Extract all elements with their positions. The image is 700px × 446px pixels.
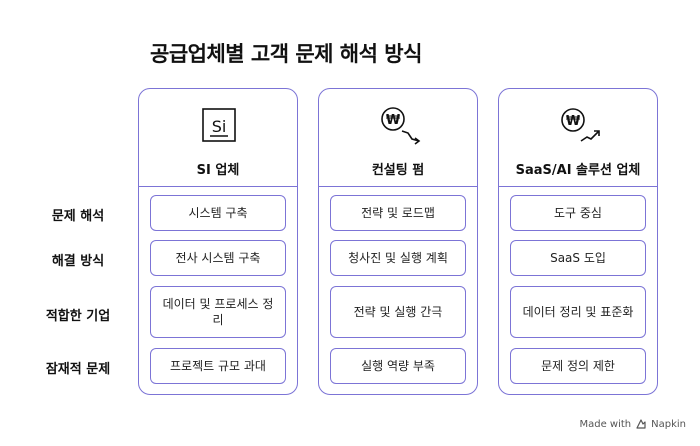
row-label-suitable-company: 적합한 기업 bbox=[45, 309, 111, 324]
won-symbol: ₩ bbox=[386, 113, 401, 128]
made-with-napkin[interactable]: Made with Napkin bbox=[579, 416, 686, 432]
cell-saas-problem: 도구 중심 bbox=[510, 195, 646, 231]
column-title: 컨설팅 펌 bbox=[371, 163, 425, 178]
won-symbol: ₩ bbox=[566, 114, 581, 129]
column-header: ₩ 컨설팅 펌 bbox=[319, 89, 477, 186]
column-divider bbox=[319, 186, 477, 187]
row-label-problem-interpretation: 문제 해석 bbox=[51, 209, 105, 224]
cell-consulting-risk: 실행 역량 부족 bbox=[330, 348, 466, 384]
column-title: SaaS/AI 솔루션 업체 bbox=[515, 163, 641, 178]
si-logo-icon: Si bbox=[195, 103, 243, 147]
cell-saas-suitable: 데이터 정리 및 표준화 bbox=[510, 286, 646, 338]
cell-consulting-suitable: 전략 및 실행 간극 bbox=[330, 286, 466, 338]
si-logo-text: Si bbox=[212, 117, 227, 136]
column-title: SI 업체 bbox=[196, 163, 240, 178]
column-header: ₩ SaaS/AI 솔루션 업체 bbox=[499, 89, 657, 186]
cell-si-problem: 시스템 구축 bbox=[150, 195, 286, 231]
won-coin-up-arrow-icon: ₩ bbox=[555, 103, 603, 147]
column-divider bbox=[499, 186, 657, 187]
cell-saas-solution: SaaS 도입 bbox=[510, 240, 646, 276]
cell-consulting-solution: 청사진 및 실행 계획 bbox=[330, 240, 466, 276]
cell-saas-risk: 문제 정의 제한 bbox=[510, 348, 646, 384]
won-coin-down-arrow-icon: ₩ bbox=[375, 103, 423, 147]
cell-consulting-problem: 전략 및 로드맵 bbox=[330, 195, 466, 231]
row-label-solution-approach: 해결 방식 bbox=[51, 254, 105, 269]
cell-si-suitable: 데이터 및 프로세스 정리 bbox=[150, 286, 286, 338]
cell-si-risk: 프로젝트 규모 과대 bbox=[150, 348, 286, 384]
column-consulting: ₩ 컨설팅 펌 전략 및 로드맵 청사진 및 실행 계획 전략 및 실행 간극 … bbox=[318, 88, 478, 395]
napkin-brand: Napkin bbox=[651, 418, 686, 430]
column-header: Si SI 업체 bbox=[139, 89, 297, 186]
cell-si-solution: 전사 시스템 구축 bbox=[150, 240, 286, 276]
napkin-logo-icon bbox=[636, 419, 646, 429]
column-divider bbox=[139, 186, 297, 187]
page-title: 공급업체별 고객 문제 해석 방식 bbox=[150, 42, 422, 66]
row-label-potential-problem: 잠재적 문제 bbox=[45, 362, 111, 377]
column-saas-ai: ₩ SaaS/AI 솔루션 업체 도구 중심 SaaS 도입 데이터 정리 및 … bbox=[498, 88, 658, 395]
column-si: Si SI 업체 시스템 구축 전사 시스템 구축 데이터 및 프로세스 정리 … bbox=[138, 88, 298, 395]
made-with-label: Made with bbox=[579, 418, 632, 430]
